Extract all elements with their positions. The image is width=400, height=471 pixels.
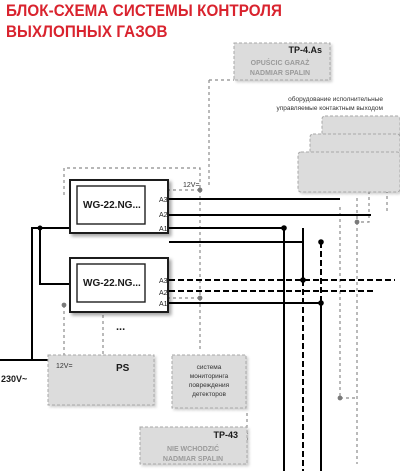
dashed-wire <box>357 185 370 223</box>
monitoring-line3: повреждения <box>189 382 230 389</box>
junction-dot <box>197 187 203 193</box>
controller-1-inner <box>76 185 146 225</box>
monitoring-line2: мониторинга <box>190 373 229 380</box>
monitoring-box <box>171 354 247 409</box>
junction-dot <box>318 300 324 306</box>
controller-1-a2: A2 <box>159 212 168 219</box>
junction-dot <box>337 395 343 401</box>
sign-bottom-id: TP-43 <box>213 430 238 440</box>
junction-dots <box>37 225 324 306</box>
sign-bottom-box <box>139 426 248 465</box>
controller-1-12v: 12V= <box>183 182 200 189</box>
junction-dots-grey <box>61 187 360 401</box>
controller-2-inner <box>76 263 146 303</box>
supply-wire <box>39 228 70 285</box>
diagram-title: БЛОК-СХЕМА СИСТЕМЫ КОНТРОЛЯ ВЫХЛОПНЫХ ГА… <box>6 2 283 41</box>
junction-dot <box>61 302 67 308</box>
executive-note-line1: оборудование исполнительные <box>288 95 383 103</box>
sign-top-box <box>233 42 331 81</box>
executive-note-line2: управляемые контактным выходом <box>276 105 383 112</box>
controller-2-a2: A2 <box>159 290 168 297</box>
executive-device <box>297 151 400 193</box>
supply-wire <box>31 227 45 361</box>
junction-dot <box>37 225 43 231</box>
controller-1: WG-22.NG... 12V= A3 A2 A1 <box>69 179 200 234</box>
junction-dot <box>300 277 306 283</box>
sign-top-line2: NADMIAR SPALIN <box>250 70 310 77</box>
sign-top-id: TP-4.As <box>288 45 322 55</box>
power-supply-label: PS <box>116 363 130 374</box>
monitoring-line4: детекторов <box>192 391 226 398</box>
sign-bottom-line2: NADMIAR SPALIN <box>163 456 223 463</box>
power-supply: 12V= PS <box>47 354 155 406</box>
more-controllers: ... <box>116 321 125 333</box>
output-wiring-dashed-bold <box>169 242 395 471</box>
monitoring-system: система мониторинга повреждения детектор… <box>171 354 247 409</box>
controller-2-a3: A3 <box>159 278 168 285</box>
sign-top-line1: OPUŚCIC GARAŻ <box>251 58 310 67</box>
junction-dot <box>281 225 287 231</box>
power-supply-12v: 12V= <box>56 363 73 370</box>
junction-dot <box>354 219 360 225</box>
junction-dot <box>197 295 203 301</box>
monitoring-line1: система <box>197 364 222 371</box>
controller-1-label: WG-22.NG... <box>83 200 141 211</box>
sign-bottom-line1: NIE WCHODZIĆ <box>167 444 219 453</box>
executive-devices <box>297 115 400 193</box>
controller-1-a3: A3 <box>159 197 168 204</box>
mains-label: 230V~ <box>1 374 27 384</box>
controller-2: WG-22.NG... A3 A2 A1 <box>69 257 169 313</box>
sign-bottom: TP-43 NIE WCHODZIĆ NADMIAR SPALIN <box>139 426 248 465</box>
junction-dot <box>318 239 324 245</box>
controller-2-a1: A1 <box>159 301 168 308</box>
controller-1-a1: A1 <box>159 226 168 233</box>
dashed-wire <box>63 167 201 195</box>
power-supply-box <box>47 354 155 406</box>
controller-2-label: WG-22.NG... <box>83 278 141 289</box>
sign-top: TP-4.As OPUŚCIC GARAŻ NADMIAR SPALIN <box>233 42 331 81</box>
